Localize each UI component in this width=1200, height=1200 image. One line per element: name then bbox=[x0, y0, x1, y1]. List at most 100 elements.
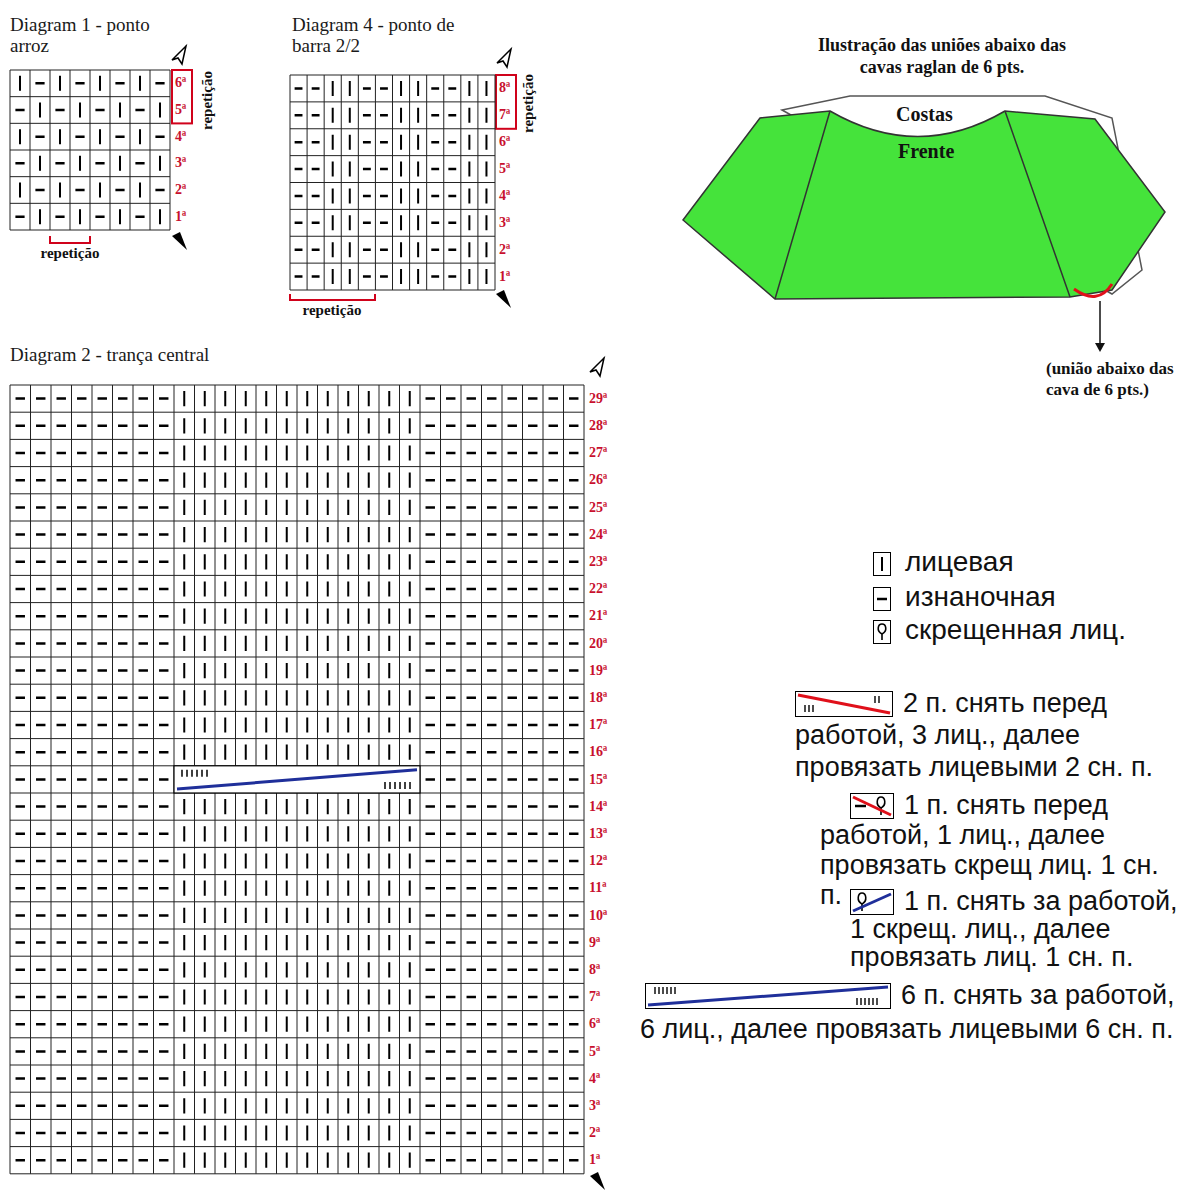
symbol-stroke bbox=[655, 987, 675, 994]
row-number: 1ª bbox=[175, 209, 186, 225]
knit-symbols bbox=[333, 81, 487, 284]
illustration-title: Ilustração das uniões abaixo das cavas r… bbox=[802, 34, 1082, 78]
legend-item: 1 п. снять за работой, 1 скрещ. лиц., да… bbox=[850, 887, 1180, 971]
purl-symbols bbox=[15, 83, 164, 216]
repeat-bracket bbox=[290, 294, 375, 300]
symbol-box bbox=[874, 553, 891, 576]
legend-item: 6 п. снять за работой, 6 лиц., далее про… bbox=[640, 978, 1180, 1046]
chart-title: Diagram 2 - trança central bbox=[10, 344, 209, 365]
row-number: 5ª bbox=[589, 1044, 600, 1060]
legend-symbol bbox=[645, 983, 891, 1009]
symbol-box bbox=[874, 588, 891, 611]
repeat-label: repetição bbox=[41, 245, 100, 262]
leader-arrowhead bbox=[1095, 343, 1105, 352]
row-number: 19ª bbox=[589, 663, 607, 679]
legend-symbol bbox=[873, 587, 891, 611]
row-number: 21ª bbox=[589, 608, 607, 624]
row-number: 14ª bbox=[589, 799, 607, 815]
start-arrow bbox=[590, 1172, 605, 1190]
row-number: 12ª bbox=[589, 853, 607, 869]
row-number: 4ª bbox=[499, 188, 510, 204]
legend-item: лицевая bbox=[873, 545, 1193, 579]
chart-title: Diagram 4 - ponto de barra 2/2 bbox=[292, 14, 464, 56]
row-number: 18ª bbox=[589, 690, 607, 706]
start-arrow bbox=[590, 358, 604, 376]
panel-label: Frente bbox=[898, 140, 954, 162]
start-arrow bbox=[496, 290, 511, 308]
repeat-label: repetição bbox=[520, 74, 537, 133]
legend-item: изнаночная bbox=[873, 580, 1193, 614]
symbol-stroke bbox=[855, 805, 866, 808]
row-number: 1ª bbox=[499, 269, 510, 285]
row-number: 28ª bbox=[589, 418, 607, 434]
symbol-box bbox=[796, 692, 893, 717]
repeat-label: repetição bbox=[199, 71, 216, 130]
raglan-seam bbox=[775, 111, 1070, 299]
row-number: 6ª bbox=[175, 75, 186, 91]
symbol-stroke bbox=[853, 894, 891, 911]
row-number: 4ª bbox=[175, 129, 186, 145]
legend-symbol bbox=[873, 620, 891, 644]
knit-symbols bbox=[20, 76, 160, 224]
row-number: 17ª bbox=[589, 717, 607, 733]
chart-title: Diagram 1 - ponto arroz bbox=[10, 14, 182, 56]
row-number: 1ª bbox=[589, 1152, 600, 1168]
row-number: 24ª bbox=[589, 527, 607, 543]
symbol-box bbox=[851, 890, 894, 915]
front-panel bbox=[683, 111, 1165, 299]
legend-symbol bbox=[850, 793, 894, 819]
symbol-box bbox=[646, 984, 891, 1009]
symbol-stroke bbox=[877, 598, 887, 601]
repeat-label: repetição bbox=[303, 302, 362, 319]
cable-cell bbox=[174, 766, 420, 793]
grid-lines bbox=[10, 70, 170, 230]
callout-text: (união abaixo das cava de 6 pts.) bbox=[1046, 358, 1196, 400]
start-arrow bbox=[497, 49, 511, 67]
row-number: 22ª bbox=[589, 581, 607, 597]
row-number: 13ª bbox=[589, 826, 607, 842]
row-number: 29ª bbox=[589, 391, 607, 407]
symbol-stroke bbox=[805, 705, 813, 712]
legend-item: 2 п. снять перед работой, 3 лиц., далее … bbox=[795, 687, 1185, 783]
row-number: 2ª bbox=[499, 242, 510, 258]
row-number: 3ª bbox=[589, 1098, 600, 1114]
row-number: 4ª bbox=[589, 1071, 600, 1087]
start-arrow bbox=[172, 232, 187, 250]
legend-symbol bbox=[873, 552, 891, 576]
row-number: 25ª bbox=[589, 500, 607, 516]
purl-symbols bbox=[295, 88, 457, 276]
row-number: 26ª bbox=[589, 472, 607, 488]
repeat-bracket bbox=[50, 236, 90, 243]
row-number: 6ª bbox=[589, 1016, 600, 1032]
leader-line bbox=[1099, 301, 1101, 344]
row-number: 9ª bbox=[589, 935, 600, 951]
legend-text: изнаночная bbox=[905, 581, 1056, 612]
row-number: 7ª bbox=[589, 989, 600, 1005]
row-number: 3ª bbox=[175, 155, 186, 171]
symbol-stroke bbox=[853, 797, 891, 815]
row-number: 27ª bbox=[589, 445, 607, 461]
garment-panel: Frente bbox=[678, 106, 1170, 302]
row-number: 8ª bbox=[499, 80, 510, 96]
legend-symbol bbox=[795, 691, 893, 717]
grid-lines bbox=[10, 385, 584, 1174]
legend-item: скрещенная лиц. bbox=[873, 613, 1193, 647]
row-number: 15ª bbox=[589, 772, 607, 788]
row-number: 10ª bbox=[589, 908, 607, 924]
row-number: 23ª bbox=[589, 554, 607, 570]
legend-text: лицевая bbox=[905, 546, 1014, 577]
repeat-bracket bbox=[496, 75, 516, 129]
row-number: 2ª bbox=[175, 182, 186, 198]
panel-label: Costas bbox=[896, 103, 953, 125]
symbol-stroke bbox=[881, 557, 883, 571]
grid-lines bbox=[290, 75, 495, 290]
row-number: 20ª bbox=[589, 636, 607, 652]
symbol-stroke bbox=[875, 696, 879, 703]
symbol-box bbox=[874, 621, 891, 644]
row-number: 5ª bbox=[175, 102, 186, 118]
row-number: 2ª bbox=[589, 1125, 600, 1141]
symbol-stroke bbox=[878, 624, 886, 640]
symbol-stroke bbox=[798, 695, 890, 713]
row-number: 3ª bbox=[499, 215, 510, 231]
